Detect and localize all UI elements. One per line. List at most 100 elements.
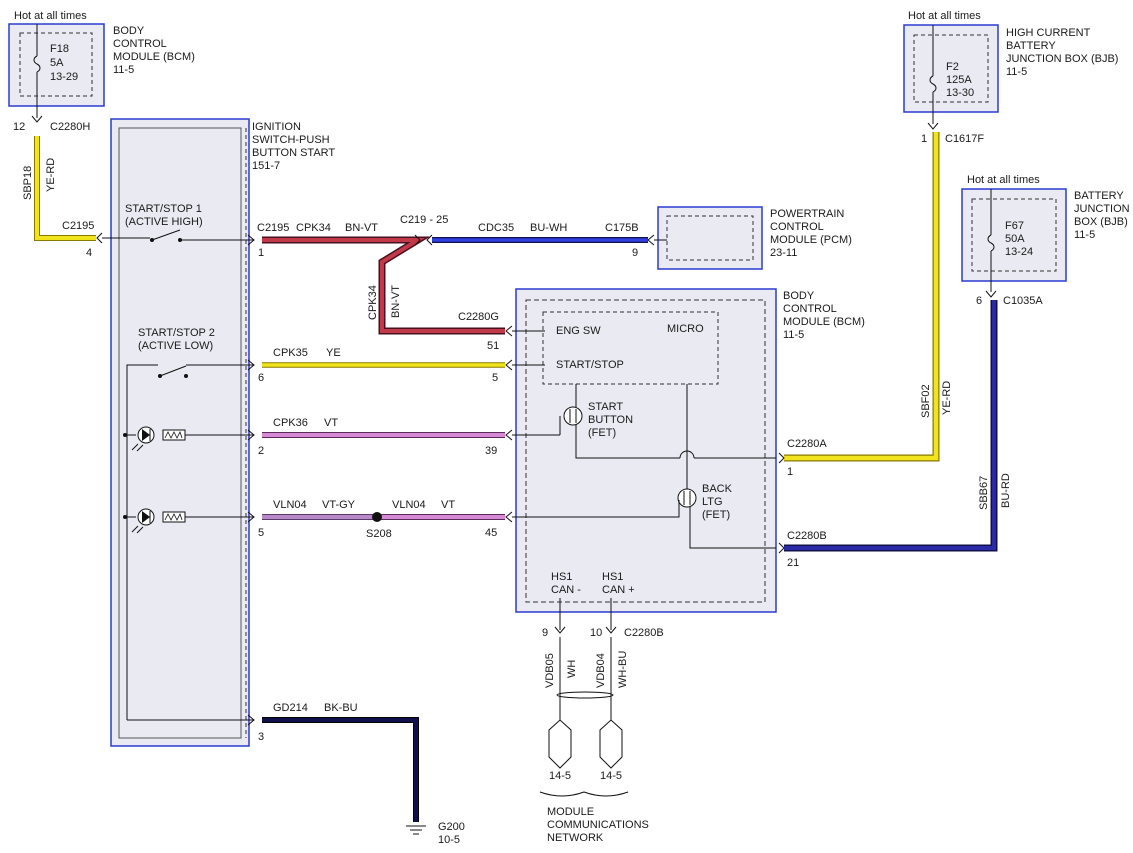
start-button-label: START bbox=[588, 401, 623, 413]
battery-junction-box: Hot at all times F67 50A 13-24 BATTERY J… bbox=[961, 174, 1130, 292]
wire-label-cdc35: CDC35 bbox=[478, 222, 514, 234]
twisted-pair-icon bbox=[556, 691, 614, 699]
network-title: MODULE bbox=[547, 806, 594, 818]
pin-1-bjb-high: 1 bbox=[921, 133, 927, 145]
start-stop-1-mode: (ACTIVE HIGH) bbox=[125, 216, 203, 228]
wire-label-cpk36: CPK36 bbox=[273, 417, 308, 429]
connector-c2280h-icon bbox=[31, 115, 43, 123]
bcm-start-stop-label: START/STOP bbox=[556, 359, 624, 371]
hot-label-bjb: Hot at all times bbox=[967, 174, 1040, 186]
wire-label-vln04-b: VLN04 bbox=[392, 499, 426, 511]
ignition-switch-title: IGNITION bbox=[252, 121, 301, 133]
wire-cpk34 bbox=[262, 238, 505, 333]
wire-label-sbb67: SBB67 bbox=[978, 476, 990, 510]
pin-1-c2280a: 1 bbox=[787, 466, 793, 478]
wire-label-cpk35: CPK35 bbox=[273, 347, 308, 359]
wire-color-wh: WH bbox=[566, 660, 578, 678]
bjb-high-page: 11-5 bbox=[1006, 66, 1027, 78]
bjb-high-title: HIGH CURRENT bbox=[1006, 27, 1091, 39]
wire-color-bn-vt-h: BN-VT bbox=[345, 222, 378, 234]
connector-c2280h: C2280H bbox=[50, 121, 90, 133]
wire-sbp18 bbox=[35, 136, 96, 240]
network-ref-right: 14-5 bbox=[600, 770, 622, 782]
hot-label-bjb-high: Hot at all times bbox=[908, 10, 981, 22]
can-plus-connector-icon bbox=[599, 719, 623, 769]
pin-51: 51 bbox=[487, 340, 499, 352]
wire-color-bu-wh: BU-WH bbox=[530, 222, 567, 234]
bcm-title: BODY bbox=[783, 290, 815, 302]
pin-6: 6 bbox=[258, 372, 264, 384]
can-minus-connector-icon bbox=[548, 719, 572, 769]
pin-4: 4 bbox=[86, 247, 92, 259]
wire-sbb67-edge bbox=[784, 300, 998, 552]
pcm-title-2: CONTROL bbox=[770, 221, 824, 233]
wire-label-vln04-a: VLN04 bbox=[273, 499, 307, 511]
wire-label-sbf02: SBF02 bbox=[920, 384, 932, 418]
wire-label-gd214: GD214 bbox=[273, 702, 308, 714]
hs1-can-plus-label: HS1 bbox=[602, 571, 623, 583]
fuse-f2-id: F2 bbox=[946, 61, 959, 73]
start-stop-2-mode: (ACTIVE LOW) bbox=[138, 340, 213, 352]
bcm-micro-label: MICRO bbox=[667, 323, 704, 335]
fuse-f2-rating: 125A bbox=[946, 74, 972, 86]
bjb-high-title-3: JUNCTION BOX (BJB) bbox=[1006, 53, 1118, 65]
bcm-eng-sw-label: ENG SW bbox=[556, 325, 601, 337]
bjb-high-title-2: BATTERY bbox=[1006, 40, 1056, 52]
network-ref-left: 14-5 bbox=[549, 770, 571, 782]
ground-g200: G200 bbox=[438, 821, 465, 833]
pin-1: 1 bbox=[258, 247, 264, 259]
wire-label-vdb04: VDB04 bbox=[595, 653, 607, 688]
fuse-f18-id: F18 bbox=[50, 43, 69, 55]
pin-5: 5 bbox=[492, 372, 498, 384]
pcm-title-3: MODULE (PCM) bbox=[770, 234, 852, 246]
fuse-f67-icon bbox=[987, 234, 995, 252]
network-brace-icon bbox=[539, 791, 629, 797]
hot-label-bcm: Hot at all times bbox=[14, 10, 87, 22]
connector-c1617f-icon bbox=[927, 122, 939, 130]
pin-45: 45 bbox=[485, 527, 497, 539]
bjb-title: BATTERY bbox=[1074, 190, 1124, 202]
ground-page: 10-5 bbox=[438, 834, 460, 846]
fuse-f67-rating: 50A bbox=[1005, 233, 1025, 245]
fuse-f2-icon bbox=[929, 75, 937, 93]
pin-39: 39 bbox=[485, 445, 497, 457]
bcm-fuse-module-title-2: CONTROL bbox=[113, 38, 167, 50]
pin-9-pcm: 9 bbox=[632, 247, 638, 259]
connector-c2280g: C2280G bbox=[458, 311, 499, 323]
fuse-f2-ref: 13-30 bbox=[946, 87, 974, 99]
bjb-title-3: BOX (BJB) bbox=[1074, 216, 1128, 228]
ignition-switch-page: 151-7 bbox=[252, 160, 280, 172]
ignition-switch-module: IGNITION SWITCH-PUSH BUTTON START 151-7 … bbox=[102, 118, 335, 747]
wire-color-ye: YE bbox=[326, 347, 341, 359]
wire-color-bk-bu: BK-BU bbox=[324, 702, 358, 714]
connector-c2280b-right: C2280B bbox=[787, 530, 827, 542]
back-ltg-label-2: LTG bbox=[702, 496, 723, 508]
start-stop-1-switch-icon bbox=[151, 229, 181, 241]
connector-c2280b-can: C2280B bbox=[624, 627, 664, 639]
network-title-2: COMMUNICATIONS bbox=[547, 819, 649, 831]
pin-9-can: 9 bbox=[542, 627, 548, 639]
start-button-label-3: (FET) bbox=[588, 427, 616, 439]
wire-gd214 bbox=[262, 718, 418, 822]
fuse-f18-icon bbox=[33, 55, 41, 73]
bcm-page: 11-5 bbox=[783, 329, 804, 341]
wire-label-cpk34-v: CPK34 bbox=[367, 285, 379, 320]
bjb-page: 11-5 bbox=[1074, 229, 1095, 241]
connector-c2280a: C2280A bbox=[787, 438, 827, 450]
hs1-can-plus-label-2: CAN + bbox=[602, 584, 635, 596]
connector-c1035a: C1035A bbox=[1003, 295, 1043, 307]
bcm-fuse-module-title-3: MODULE (BCM) bbox=[113, 51, 195, 63]
back-ltg-label-3: (FET) bbox=[702, 509, 730, 521]
pcm-title: POWERTRAIN bbox=[770, 208, 844, 220]
fuse-f67-ref: 13-24 bbox=[1005, 246, 1033, 258]
back-ltg-label: BACK bbox=[702, 483, 733, 495]
bcm-module: ENG SW MICRO START/STOP BODY CONTROL MOD… bbox=[512, 288, 865, 630]
connector-c1617f: C1617F bbox=[945, 133, 984, 145]
splice-s208: S208 bbox=[366, 528, 392, 540]
wire-color-vt-b: VT bbox=[441, 499, 455, 511]
ignition-switch-title-2: SWITCH-PUSH bbox=[252, 134, 330, 146]
wire-color-bn-vt-v: BN-VT bbox=[390, 285, 402, 318]
bcm-fuse-box: Hot at all times F18 5A 13-29 BODY CONTR… bbox=[8, 10, 195, 118]
wire-gd214-edge bbox=[262, 717, 419, 822]
